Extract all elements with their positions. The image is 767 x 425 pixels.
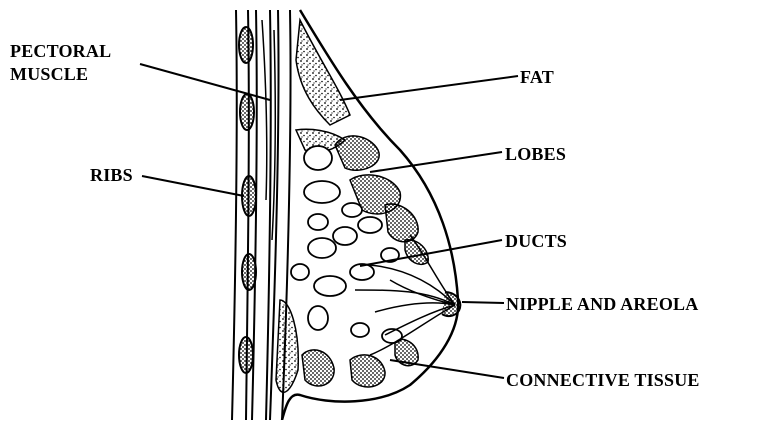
label-pectoral-muscle: PECTORAL MUSCLE (10, 40, 111, 86)
label-ribs: RIBS (90, 164, 133, 186)
label-connective-tissue: CONNECTIVE TISSUE (506, 369, 700, 391)
pectoral-muscle-shape (262, 20, 275, 240)
label-fat: FAT (520, 66, 554, 88)
label-pectoral-line1: PECTORAL (10, 40, 111, 63)
leader-ribs (142, 176, 244, 196)
lobule-shapes (291, 146, 402, 343)
lobes-shapes (302, 136, 428, 387)
leader-pectoral (140, 64, 270, 100)
label-pectoral-line2: MUSCLE (10, 63, 111, 86)
label-lobes: LOBES (505, 143, 566, 165)
fat-regions (276, 20, 350, 392)
label-ducts: DUCTS (505, 230, 567, 252)
leader-nipple (462, 302, 504, 303)
duct-lines (355, 235, 455, 355)
leader-connective (390, 360, 504, 378)
leader-fat (340, 76, 518, 100)
leader-lobes (370, 152, 502, 172)
label-nipple-and-areola: NIPPLE AND AREOLA (506, 293, 698, 315)
